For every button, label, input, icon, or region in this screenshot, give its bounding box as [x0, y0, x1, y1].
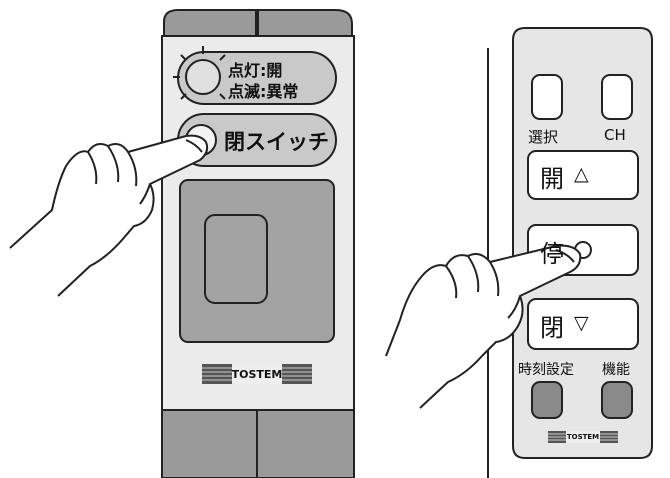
close-button-label: 閉	[540, 314, 564, 342]
function-label: 機能	[602, 362, 630, 378]
panel-logo: TOSTEM	[231, 364, 283, 384]
select-label: 選択	[528, 128, 559, 146]
close-triangle-icon: ▽	[574, 312, 589, 334]
remote-control	[512, 27, 653, 459]
remote-logo: TOSTEM	[566, 431, 600, 443]
hand-pressing-remote	[385, 244, 582, 409]
indicator-label-line2: 点滅:異常	[228, 82, 299, 101]
open-button[interactable]: 開 △	[528, 151, 638, 199]
hand-pressing-switch	[9, 134, 209, 297]
panel-top-cap-right	[257, 9, 353, 37]
indicator-lamp	[185, 59, 221, 95]
select-button[interactable]	[532, 75, 562, 119]
timer-label: 時刻設定	[518, 362, 574, 378]
panel-top-cap-left	[163, 9, 257, 37]
timer-button[interactable]	[532, 382, 562, 418]
open-button-label: 開	[540, 165, 564, 193]
panel-logo-text: TOSTEM	[231, 367, 283, 381]
ch-label: CH	[604, 126, 626, 144]
close-button[interactable]: 閉 ▽	[528, 299, 638, 349]
remote-logo-text: TOSTEM	[566, 433, 600, 441]
wall-switch-panel	[161, 9, 355, 478]
open-triangle-icon: △	[574, 163, 589, 185]
ch-button[interactable]	[602, 75, 632, 119]
rocker-window	[204, 214, 268, 304]
stop-button-label: 停	[540, 240, 564, 268]
lamp-rays-icon	[173, 46, 226, 100]
stop-button[interactable]: 停	[528, 225, 638, 275]
close-switch-label[interactable]: 閉スイッチ	[224, 130, 329, 154]
function-button[interactable]	[602, 382, 632, 418]
indicator-label-line1: 点灯:開	[228, 61, 283, 80]
